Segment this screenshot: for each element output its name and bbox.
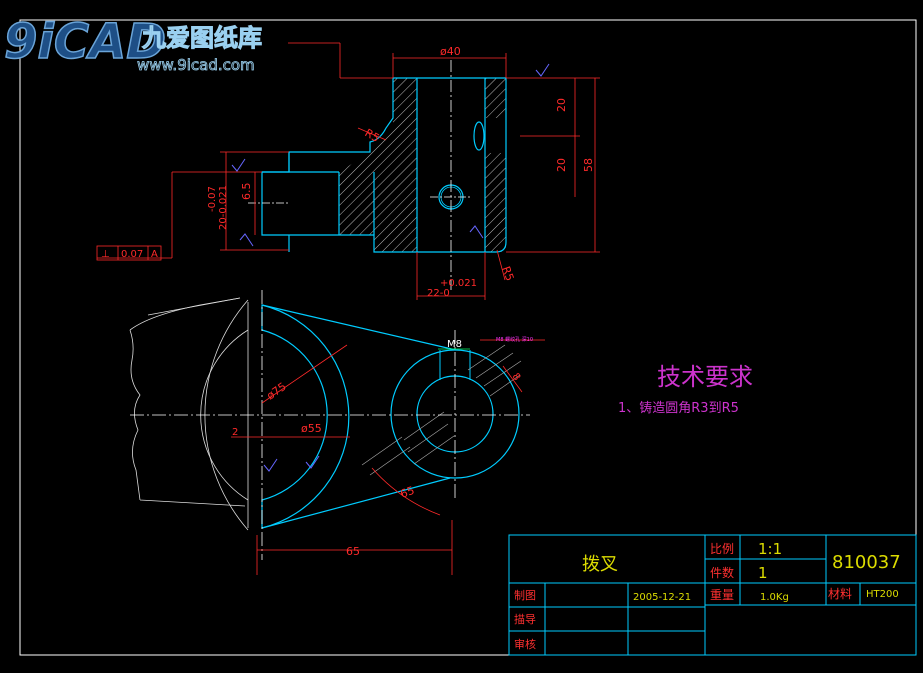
top-view: M8 8 ø75 ø55 2 65 65 M8 螺纹孔 深10 bbox=[129, 290, 545, 575]
dim-tol-hi: -0.07 bbox=[207, 186, 218, 212]
dim-m8: M8 bbox=[447, 339, 462, 350]
logo-9icad-text: 9iCAD bbox=[4, 14, 166, 70]
gdt-perp-symbol: ⊥ bbox=[101, 249, 110, 260]
dim-20-bottom: 20 bbox=[555, 158, 568, 172]
gdt-tolerance: 0.07 bbox=[121, 249, 143, 260]
dim-65: 65 bbox=[346, 545, 360, 558]
title-block: 拨叉 比例 1:1 件数 1 810037 制图 2005-12-21 重量 1… bbox=[508, 534, 917, 656]
front-view-outline bbox=[261, 77, 507, 253]
drawing-border bbox=[19, 19, 917, 656]
weight-value: 1.0Kg bbox=[760, 592, 789, 603]
dim-8: 8 bbox=[510, 371, 523, 383]
dim-58: 58 bbox=[582, 158, 595, 172]
site-name: 九爱图纸库 bbox=[141, 24, 262, 52]
arm-bottom-edge bbox=[261, 477, 451, 529]
material-label: 材料 bbox=[828, 587, 852, 601]
dim-tol-base: 20-0.021 bbox=[218, 185, 229, 230]
dim-tiny-note: M8 螺纹孔 深10 bbox=[496, 336, 533, 343]
dim-r5-top: R5 bbox=[363, 126, 382, 145]
dim-dia40: ø40 bbox=[440, 45, 461, 58]
scale-label: 比例 bbox=[710, 542, 734, 556]
dim-hole-22: 22-0 bbox=[427, 288, 450, 299]
arm-top-edge bbox=[261, 304, 457, 351]
dim-6-5: 6.5 bbox=[240, 183, 253, 201]
hatch-left-wall bbox=[339, 78, 417, 252]
review-label: 审核 bbox=[514, 637, 536, 651]
roughness-symbols-front bbox=[231, 63, 550, 247]
design-label: 描导 bbox=[514, 612, 536, 626]
watermark-logo: 9iCAD 九爱图纸库 www.9icad.com bbox=[3, 13, 262, 74]
roughness-symbols-top bbox=[263, 455, 320, 472]
qty-label: 件数 bbox=[710, 565, 734, 580]
material-value: HT200 bbox=[866, 589, 899, 600]
scale-value: 1:1 bbox=[758, 540, 782, 558]
part-name: 拨叉 bbox=[582, 554, 618, 575]
site-url: www.9icad.com bbox=[137, 56, 255, 74]
tech-requirements-title: 技术要求 bbox=[657, 363, 753, 391]
top-dimension-lines bbox=[231, 339, 545, 575]
front-section-view: ø40 20 20 58 R5 R5 6.5 -0.07 20-0.021 +0… bbox=[96, 42, 600, 300]
fork-ring-outline bbox=[261, 304, 350, 529]
dim-dia55: ø55 bbox=[301, 422, 322, 435]
dim-angle: 65 bbox=[399, 484, 417, 501]
dim-20-top: 20 bbox=[555, 98, 568, 112]
dim-r5-bottom: R5 bbox=[499, 265, 516, 283]
weight-label: 重量 bbox=[710, 588, 734, 602]
boss-outer bbox=[390, 349, 520, 479]
drawing-number: 810037 bbox=[832, 552, 901, 573]
hatch-gap bbox=[485, 118, 506, 153]
boss-hatch bbox=[361, 344, 522, 476]
dim-hole-tol: +0.021 bbox=[440, 278, 477, 289]
drawn-date: 2005-12-21 bbox=[633, 592, 691, 603]
gdt-datum: A bbox=[151, 249, 158, 260]
slot-oval bbox=[473, 121, 485, 151]
tech-requirements-item1: 1、铸造圆角R3到R5 bbox=[618, 400, 739, 416]
drawn-label: 制图 bbox=[514, 589, 536, 602]
qty-value: 1 bbox=[758, 564, 768, 582]
front-dimension-lines bbox=[96, 42, 600, 300]
dim-2: 2 bbox=[232, 427, 238, 438]
hatch-right-wall bbox=[485, 78, 506, 252]
